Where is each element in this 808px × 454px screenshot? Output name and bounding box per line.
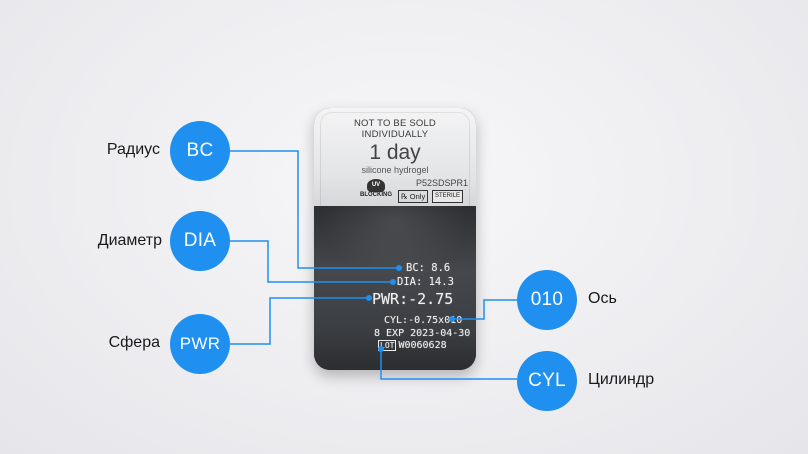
leader-pwr [230,297,368,345]
blocking-label: BLOCKING [360,192,392,198]
dia-label: Диаметр [97,232,162,249]
sterile-badge: STERILE [432,190,464,203]
product-code: P52SDSPR1 [415,178,468,188]
product-name: 1 day [369,141,421,164]
axis-label: Ось [588,290,617,307]
printed-bc: BC: 8.6 [406,262,451,274]
bc-label: Радиус [106,141,160,158]
cyl-bubble: CYL [517,351,577,411]
dot-cyl [378,346,384,352]
blister-dark-section [314,206,476,370]
bc-bubble: BC [170,121,230,181]
cyl-label: Цилиндр [588,371,655,388]
pwr-bubble: PWR [170,314,230,374]
leader-axis [452,299,517,320]
uv-label: UV [367,179,385,192]
printed-dia: DIA: 14.3 [397,276,454,288]
blister-foil-label [314,108,476,206]
not-sold-line-1: NOT TO BE SOLD [354,118,436,129]
lot-label: LOT [378,340,397,351]
pwr-label: Сфера [108,334,160,351]
printed-exp: 8 EXP 2023-04-30 [374,328,471,339]
not-sold-notice: NOT TO BE SOLD INDIVIDUALLY [314,118,476,140]
leader-cyl [380,350,517,380]
axis-bubble: 010 [517,270,577,330]
uv-blocking-icon: UV BLOCKING [356,179,396,203]
printed-cyl: CYL:-0.75x010 [384,315,463,326]
printed-pwr: PWR:-2.75 [372,290,454,308]
lot-number: W0060628 [398,340,447,351]
dot-bc [396,265,402,271]
dot-dia [390,279,396,285]
leader-bc [230,150,398,269]
leader-dia [230,240,392,283]
dot-pwr [366,295,372,301]
not-sold-line-2: INDIVIDUALLY [361,129,429,140]
material-text: silicone hydrogel [361,165,429,175]
rx-only-badge: ℞ Only [398,190,429,203]
contact-lens-blister: NOT TO BE SOLD INDIVIDUALLY 1 day silico… [314,108,476,370]
dot-axis [449,316,455,322]
dia-bubble: DIA [170,211,230,271]
